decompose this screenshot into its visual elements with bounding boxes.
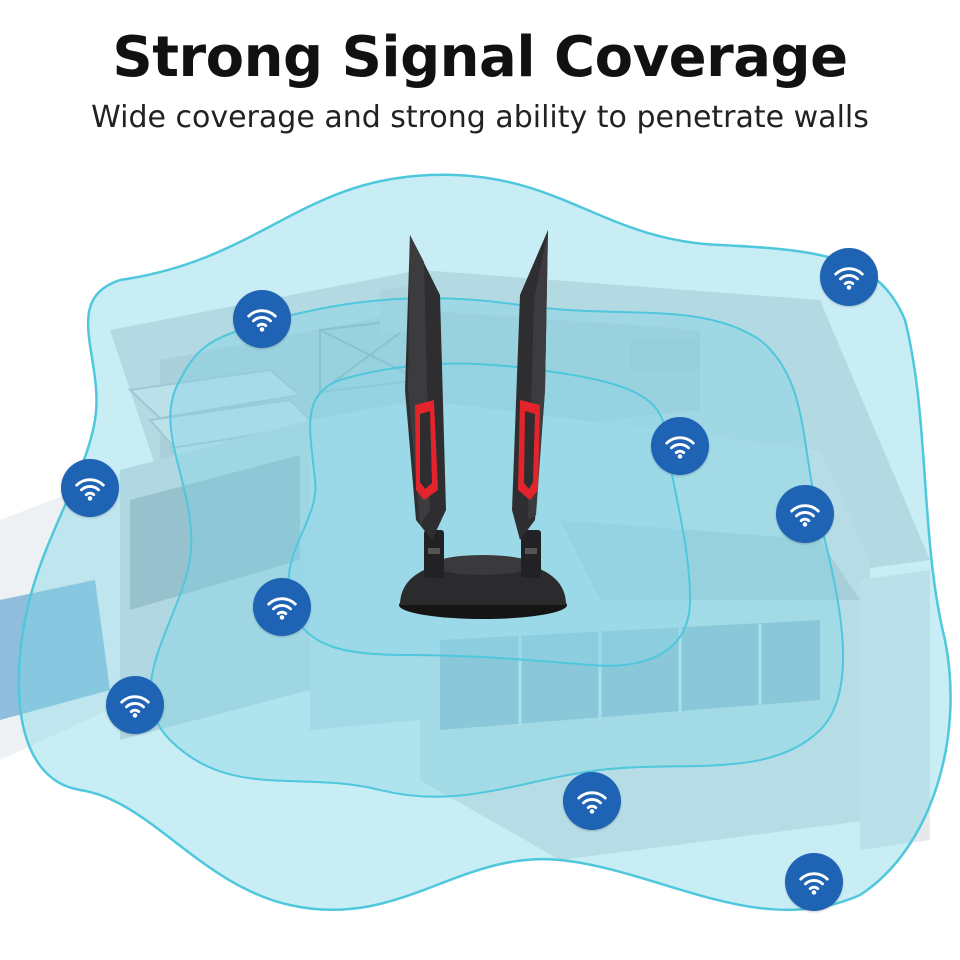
wifi-icon [790, 504, 820, 527]
wifi-signal-icon [785, 853, 843, 911]
wifi-icon [834, 267, 864, 290]
wifi-icon [267, 597, 297, 620]
wifi-icon [665, 436, 695, 459]
antenna-left [405, 235, 446, 540]
coverage-zone-inner [287, 362, 692, 667]
wifi-icon [799, 872, 829, 895]
wifi-signal-icon [253, 578, 311, 636]
wifi-signal-icon [61, 459, 119, 517]
wifi-icon [577, 791, 607, 814]
coverage-zone-outer [17, 173, 952, 912]
wifi-icon [120, 695, 150, 718]
antenna-right [512, 230, 548, 540]
header: Strong Signal Coverage Wide coverage and… [0, 0, 960, 138]
wifi-signal-icon [651, 417, 709, 475]
scene-illustration [0, 173, 952, 912]
wifi-signal-icon [776, 485, 834, 543]
wifi-signal-icon [233, 290, 291, 348]
wifi-icon [75, 478, 105, 501]
wifi-signal-icon [106, 676, 164, 734]
page-subtitle: Wide coverage and strong ability to pene… [91, 100, 869, 135]
wifi-signal-icon [820, 248, 878, 306]
pool [0, 580, 110, 720]
antenna-device [399, 230, 567, 619]
wifi-icon [247, 309, 277, 332]
wifi-signal-icon [563, 772, 621, 830]
page-title: Strong Signal Coverage [112, 25, 848, 90]
coverage-scene [0, 150, 960, 960]
